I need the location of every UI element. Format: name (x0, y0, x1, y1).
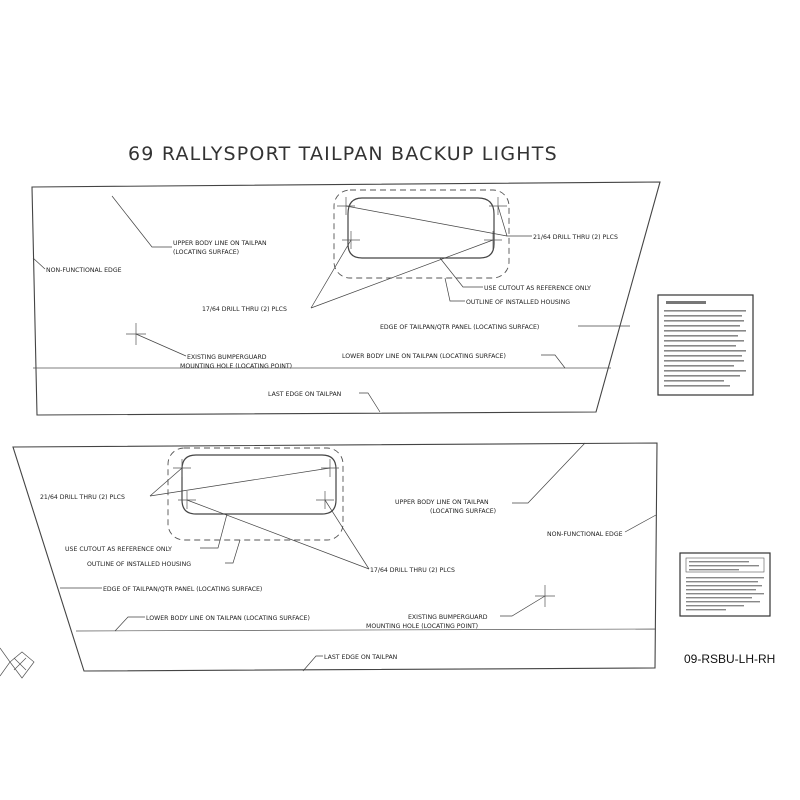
bottom-label-bumperguard-1: EXISTING BUMPERGUARD (408, 614, 488, 621)
bottom-leader-use-cutout (200, 513, 228, 549)
top-label-non-functional-edge: NON-FUNCTIONAL EDGE (46, 267, 122, 274)
bottom-lower-body-line (75, 628, 657, 632)
top-leader-upper-body (111, 195, 172, 248)
bottom-label-upper-body-line-2: (LOCATING SURFACE) (430, 508, 496, 515)
top-leader-use-cutout (439, 257, 483, 288)
top-leader-drill-17a (310, 239, 352, 309)
bottom-label-last-edge: LAST EDGE ON TAILPAN (324, 654, 398, 661)
top-leader-bumperguard (135, 333, 187, 357)
bottom-label-outline-housing: OUTLINE OF INSTALLED HOUSING (87, 561, 191, 568)
top-label-edge-tailpan: EDGE OF TAILPAN/QTR PANEL (LOCATING SURF… (380, 324, 539, 331)
top-label-upper-body-line-2: (LOCATING SURFACE) (173, 249, 239, 256)
top-label-drill-17: 17/64 DRILL THRU (2) PLCS (202, 306, 287, 313)
top-note-box (657, 294, 754, 396)
top-label-lower-body-line: LOWER BODY LINE ON TAILPAN (LOCATING SUR… (342, 353, 506, 360)
top-label-bumperguard-1: EXISTING BUMPERGUARD (187, 354, 267, 361)
partial-symbol (0, 647, 35, 679)
bottom-label-bumperguard-2: MOUNTING HOLE (LOCATING POINT) (366, 623, 478, 630)
bottom-leader-drill-21b (149, 467, 331, 497)
top-leader-lower-body (541, 354, 566, 369)
bottom-template-outline (12, 442, 658, 672)
bottom-leader-drill-17b (324, 499, 370, 570)
bottom-label-upper-body-line-1: UPPER BODY LINE ON TAILPAN (395, 499, 489, 506)
bottom-leader-non-functional (624, 514, 657, 533)
top-label-last-edge: LAST EDGE ON TAILPAN (268, 391, 342, 398)
bottom-template: 21/64 DRILL THRU (2) PLCS UPPER BODY LIN… (12, 442, 658, 672)
bottom-lamp-cutout (181, 454, 337, 515)
top-lamp-cutout (347, 197, 495, 259)
bottom-leader-drill-17a (186, 499, 370, 570)
bottom-leader-upper-body (512, 442, 586, 504)
top-label-use-cutout: USE CUTOUT AS REFERENCE ONLY (484, 285, 591, 292)
drawing-title: 69 RALLYSPORT TAILPAN BACKUP LIGHTS (128, 143, 558, 165)
top-template-outline (31, 181, 661, 416)
bottom-housing-outline (167, 447, 344, 541)
bottom-leader-last-edge (302, 655, 323, 672)
bottom-leader-lower-body (114, 616, 145, 632)
bottom-label-lower-body-line: LOWER BODY LINE ON TAILPAN (LOCATING SUR… (146, 615, 310, 622)
top-leader-outline-housing (444, 277, 465, 302)
top-housing-outline (333, 189, 510, 279)
top-leader-last-edge (359, 392, 381, 413)
bottom-label-use-cutout: USE CUTOUT AS REFERENCE ONLY (65, 546, 172, 553)
top-label-outline-housing: OUTLINE OF INSTALLED HOUSING (466, 299, 570, 306)
bottom-leader-outline-housing (225, 539, 241, 564)
bottom-label-drill-21: 21/64 DRILL THRU (2) PLCS (40, 494, 125, 501)
bottom-label-non-functional-edge: NON-FUNCTIONAL EDGE (547, 531, 623, 538)
top-leader-non-functional (32, 257, 46, 270)
part-number: 09-RSBU-LH-RH (684, 652, 775, 666)
bottom-leader-drill-21a (149, 467, 183, 497)
top-label-drill-21: 21/64 DRILL THRU (2) PLCS (533, 234, 618, 241)
bottom-note-box (679, 552, 771, 617)
top-label-bumperguard-2: MOUNTING HOLE (LOCATING POINT) (180, 363, 292, 370)
top-leader-drill-21a (497, 205, 532, 237)
top-template: UPPER BODY LINE ON TAILPAN (LOCATING SUR… (31, 181, 661, 416)
bottom-label-drill-17: 17/64 DRILL THRU (2) PLCS (370, 567, 455, 574)
top-leader-drill-17b (310, 239, 494, 309)
bottom-leader-bumperguard (500, 595, 546, 617)
top-leader-drill-21b (345, 205, 508, 237)
bottom-label-edge-tailpan: EDGE OF TAILPAN/QTR PANEL (LOCATING SURF… (103, 586, 262, 593)
top-label-upper-body-line-1: UPPER BODY LINE ON TAILPAN (173, 240, 267, 247)
